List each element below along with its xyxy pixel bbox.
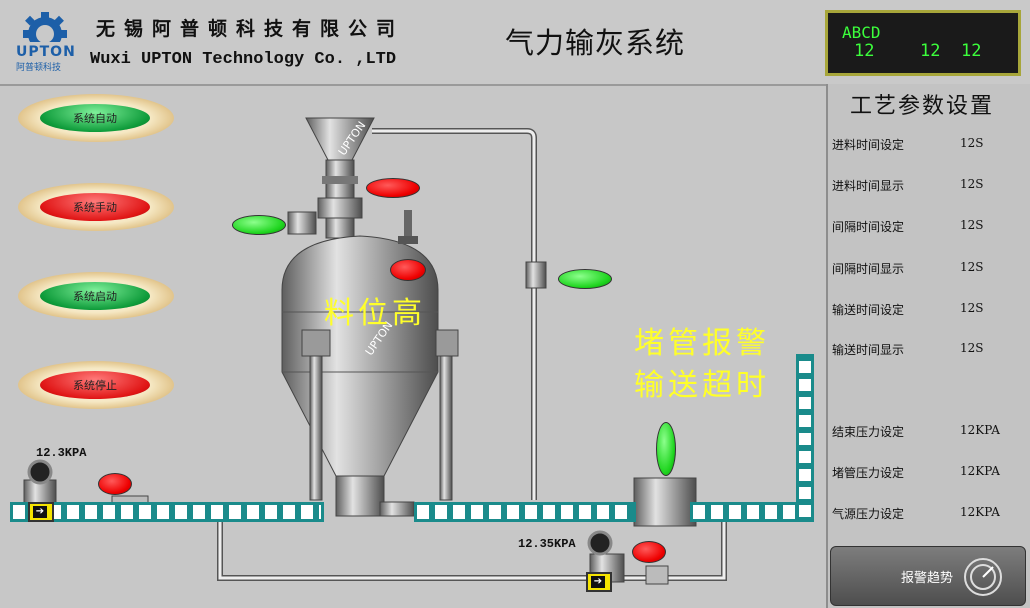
param-label: 气源压力设定 <box>832 507 905 521</box>
lcd-line1: ABCD <box>842 23 881 42</box>
params-panel: 工艺参数设置 进料时间设定 12S 进料时间显示 12S 间隔时间设定 12S … <box>826 84 1030 608</box>
param-value: 12S <box>960 341 984 355</box>
param-value[interactable]: 12S <box>960 136 984 150</box>
flow-direction-icon: ➔ <box>28 502 54 522</box>
lcd-value-c: 12 <box>961 41 982 61</box>
param-value[interactable]: 12S <box>960 301 984 315</box>
air-valve-indicator[interactable] <box>558 269 612 289</box>
pressure-vessel <box>281 210 459 517</box>
param-value: 12S <box>960 260 984 274</box>
hopper-valve-indicator[interactable] <box>366 178 420 198</box>
outlet-air-valve-indicator[interactable] <box>632 541 666 563</box>
param-label: 结束压力设定 <box>832 425 905 439</box>
blockage-alarm: 堵管报警 <box>634 326 770 361</box>
manual-mode-label: 系统手动 <box>73 201 117 214</box>
param-value: 12S <box>960 177 984 191</box>
header-bar: UPTON 阿普顿科技 无锡阿普顿科技有限公司 Wuxi UPTON Techn… <box>0 0 1030 86</box>
discharge-valve-indicator[interactable] <box>656 422 676 476</box>
timeout-alarm: 输送超时 <box>634 368 770 403</box>
company-name-cn: 无锡阿普顿科技有限公司 <box>96 18 405 40</box>
air-valve <box>525 261 547 289</box>
conveying-pipe-1 <box>414 502 636 522</box>
alarm-trend-button[interactable]: 报警趋势 <box>830 546 1026 606</box>
param-label: 输送时间设定 <box>832 303 905 317</box>
param-label: 堵管压力设定 <box>832 466 905 480</box>
param-value[interactable]: 12KPA <box>960 423 1000 437</box>
outlet-pressure-value: 12.35KPA <box>518 537 576 551</box>
company-name-en: Wuxi UPTON Technology Co. ,LTD <box>90 50 397 69</box>
level-high-alarm: 料位高 <box>324 296 426 331</box>
system-stop-button[interactable]: 系统停止 <box>18 361 174 409</box>
flow-direction-icon: ➔ <box>586 572 612 592</box>
lcd-display: ABCD 12 12 12 <box>825 10 1021 76</box>
param-label: 间隔时间设定 <box>832 220 905 234</box>
param-value[interactable]: 12S <box>960 218 984 232</box>
riser-pipe <box>796 354 814 520</box>
params-title: 工艺参数设置 <box>850 94 995 119</box>
feed-hopper <box>305 117 375 239</box>
lcd-value-a: 12 <box>854 41 875 61</box>
auto-mode-label: 系统自动 <box>73 112 117 125</box>
param-label: 输送时间显示 <box>832 343 905 357</box>
inlet-valve <box>287 211 317 235</box>
logo-subtext: 阿普顿科技 <box>16 63 62 73</box>
level-indicator[interactable] <box>390 259 426 281</box>
manual-mode-button[interactable]: 系统手动 <box>18 183 174 231</box>
logo-text: UPTON <box>16 44 76 60</box>
system-start-button[interactable]: 系统启动 <box>18 272 174 320</box>
lcd-value-b: 12 <box>920 41 941 61</box>
company-logo: UPTON 阿普顿科技 <box>14 12 76 73</box>
alarm-trend-label: 报警趋势 <box>901 571 954 586</box>
param-label: 间隔时间显示 <box>832 262 905 276</box>
param-label: 进料时间设定 <box>832 138 905 152</box>
param-value[interactable]: 12KPA <box>960 464 1000 478</box>
page-title: 气力输灰系统 <box>505 26 686 60</box>
param-value[interactable]: 12KPA <box>960 505 1000 519</box>
inlet-air-valve-indicator[interactable] <box>98 473 132 495</box>
auto-mode-button[interactable]: 系统自动 <box>18 94 174 142</box>
system-stop-label: 系统停止 <box>73 379 117 392</box>
inlet-pressure-value: 12.3KPA <box>36 446 87 460</box>
inlet-air-pipe <box>10 502 324 522</box>
gear-logo-icon <box>18 12 72 56</box>
discharge-valve <box>633 477 697 527</box>
process-diagram <box>23 117 727 585</box>
param-label: 进料时间显示 <box>832 179 905 193</box>
gauge-icon <box>964 558 1002 596</box>
system-start-label: 系统启动 <box>73 290 117 303</box>
inlet-valve-indicator[interactable] <box>232 215 286 235</box>
